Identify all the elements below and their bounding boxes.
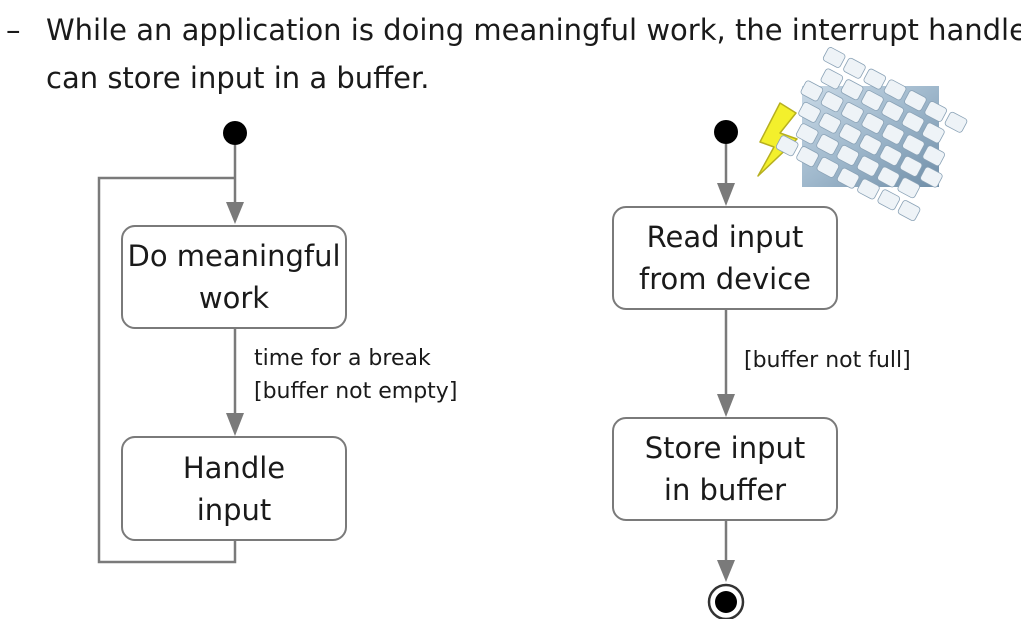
keyboard-image — [775, 47, 968, 221]
handle-input-node: Handle input — [121, 436, 347, 541]
right-arrowhead-2 — [717, 394, 735, 417]
left-loop-edge — [97, 176, 237, 564]
lightning-bolt-icon — [757, 102, 798, 177]
store-input-label: Store input in buffer — [644, 431, 806, 507]
handle-input-label: Handle input — [182, 450, 286, 527]
read-input-label: Read input from device — [639, 220, 811, 296]
right-arrowhead-1 — [717, 183, 735, 206]
left-arrowhead-2 — [226, 413, 244, 436]
right-initial-node — [714, 120, 738, 144]
read-input-node: Read input from device — [612, 206, 838, 310]
right-transition-label: [buffer not full] — [744, 348, 911, 373]
bullet-line-2: can store input in a buffer. — [46, 61, 430, 95]
store-input-node: Store input in buffer — [612, 417, 838, 521]
right-arrowhead-3 — [717, 560, 735, 582]
right-final-node-dot — [715, 591, 737, 613]
do-meaningful-work-label: Do meaningful work — [127, 239, 341, 315]
do-meaningful-work-node: Do meaningful work — [121, 225, 347, 329]
left-arrowhead-1 — [226, 202, 244, 224]
bullet-text: While an application is doing meaningful… — [46, 6, 1021, 102]
bullet-marker: – — [6, 13, 21, 47]
left-initial-node — [223, 121, 247, 145]
left-transition-label: time for a break [buffer not empty] — [254, 346, 458, 404]
bullet-line-1: While an application is doing meaningful… — [46, 13, 1021, 47]
